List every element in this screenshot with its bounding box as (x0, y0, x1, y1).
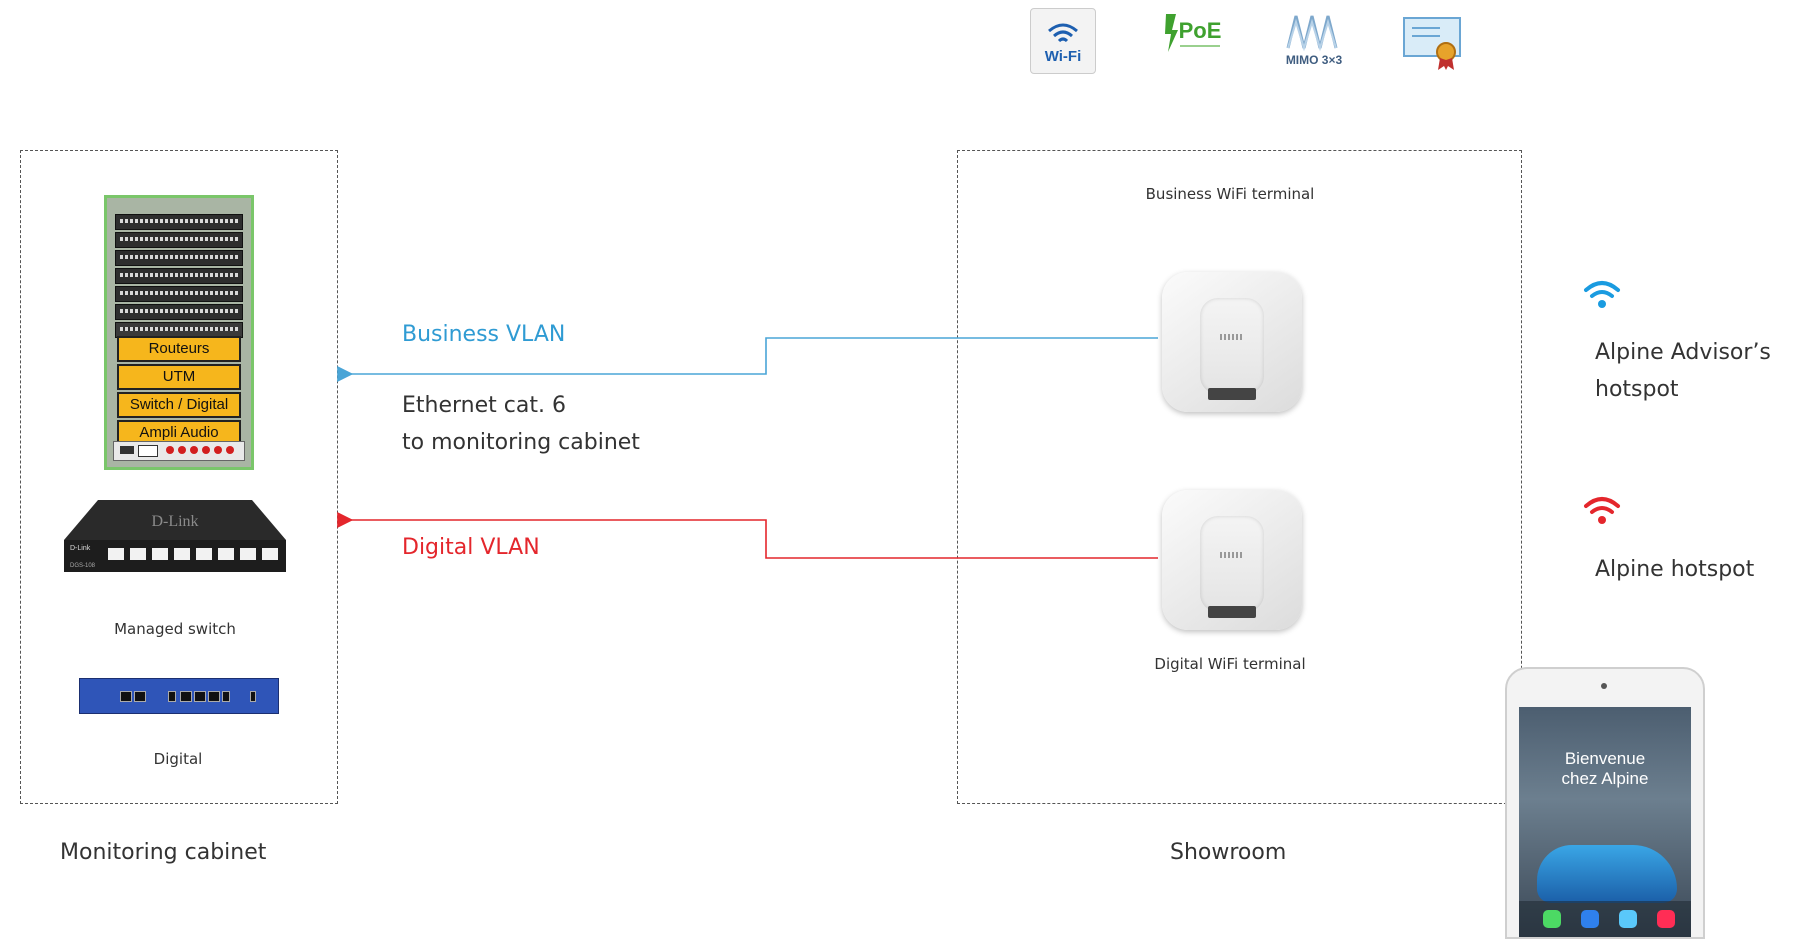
tablet-welcome-line2: chez Alpine (1561, 769, 1649, 788)
certificate-icon (1400, 8, 1464, 72)
digital-vlan-line (337, 512, 1158, 559)
poe-badge-icon: PoE (1160, 8, 1224, 72)
monitoring-cabinet-title: Monitoring cabinet (60, 840, 267, 865)
car-image (1537, 845, 1677, 903)
switch-model: DGS-108 (70, 563, 96, 569)
alpine-hotspot-label: Alpine hotspot (1595, 557, 1755, 582)
business-wifi-terminal (1162, 272, 1302, 412)
advisor-hotspot-line1: Alpine Advisor’s (1595, 340, 1771, 365)
business-vlan-line (337, 337, 1158, 382)
ethernet-label-line2: to monitoring cabinet (402, 430, 640, 455)
wifi-icon (1584, 281, 1620, 308)
digital-device (79, 678, 279, 714)
rack-cabinet: Routeurs UTM Switch / Digital Ampli Audi… (104, 195, 254, 470)
digital-vlan-label: Digital VLAN (402, 535, 540, 560)
monitoring-cabinet-box (20, 150, 338, 804)
svg-text:D-Link: D-Link (70, 545, 91, 552)
ethernet-label-line1: Ethernet cat. 6 (402, 393, 566, 418)
rack-slot: Switch / Digital (117, 392, 241, 418)
digital-device-label: Digital (153, 750, 203, 768)
rack-slot: Routeurs (117, 336, 241, 362)
wifi-icon (1584, 497, 1620, 524)
mimo-badge-icon: MIMO 3×3 (1282, 8, 1346, 72)
wifi-badge-text: Wi-Fi (1045, 48, 1082, 65)
poe-badge-text: PoE (1179, 18, 1222, 43)
advisor-hotspot-line2: hotspot (1595, 377, 1679, 402)
tablet-device: Bienvenue chez Alpine (1505, 667, 1705, 939)
business-ap-label: Business WiFi terminal (1145, 185, 1315, 203)
mimo-badge-text: MIMO 3×3 (1286, 53, 1343, 67)
showroom-title: Showroom (1170, 840, 1287, 865)
switch-brand: D-Link (151, 513, 198, 530)
business-vlan-label: Business VLAN (402, 322, 566, 347)
rack-slot: UTM (117, 364, 241, 390)
showroom-box (957, 150, 1522, 804)
digital-ap-label: Digital WiFi terminal (1154, 655, 1306, 673)
digital-wifi-terminal (1162, 490, 1302, 630)
managed-switch-label: Managed switch (114, 620, 236, 638)
tablet-welcome-line1: Bienvenue (1564, 749, 1646, 768)
managed-switch: D-Link D-Link DGS-108 (64, 500, 286, 572)
wifi-badge-icon: Wi-Fi (1030, 8, 1096, 74)
